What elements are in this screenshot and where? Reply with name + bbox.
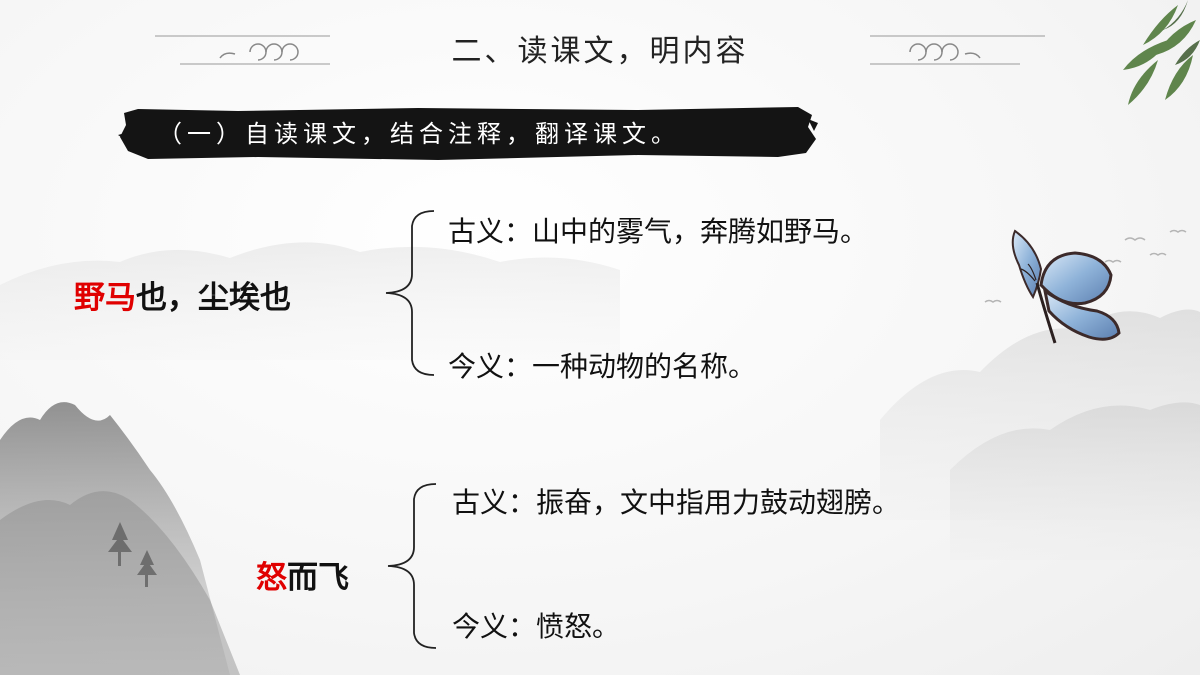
modern-meaning-1: 今义：一种动物的名称。 (448, 350, 757, 383)
ink-brush-banner (118, 107, 818, 160)
banner-instruction: （一）自读课文，结合注释，翻译课文。 (158, 120, 680, 148)
bamboo-leaves-icon (1123, 0, 1200, 105)
term-2-highlight: 怒 (256, 560, 287, 596)
cloud-scroll-icon (870, 35, 1045, 65)
cloud-scroll-icon (155, 35, 330, 65)
brace-1 (385, 210, 435, 376)
modern-meaning-2: 今义：愤怒。 (452, 610, 621, 643)
term-1-highlight: 野马 (74, 280, 136, 316)
butterfly-icon (1011, 229, 1121, 344)
term-1-rest: 也，尘埃也 (136, 280, 291, 316)
term-1: 野马也，尘埃也 (74, 272, 291, 317)
ancient-meaning-1: 古义：山中的雾气，奔腾如野马。 (448, 215, 869, 248)
page-title: 二、读课文，明内容 (451, 34, 749, 69)
term-2: 怒而飞 (256, 552, 349, 597)
brace-2 (387, 483, 437, 649)
term-2-rest: 而飞 (287, 560, 349, 596)
ancient-meaning-2: 古义：振奋，文中指用力鼓动翅膀。 (452, 486, 901, 519)
